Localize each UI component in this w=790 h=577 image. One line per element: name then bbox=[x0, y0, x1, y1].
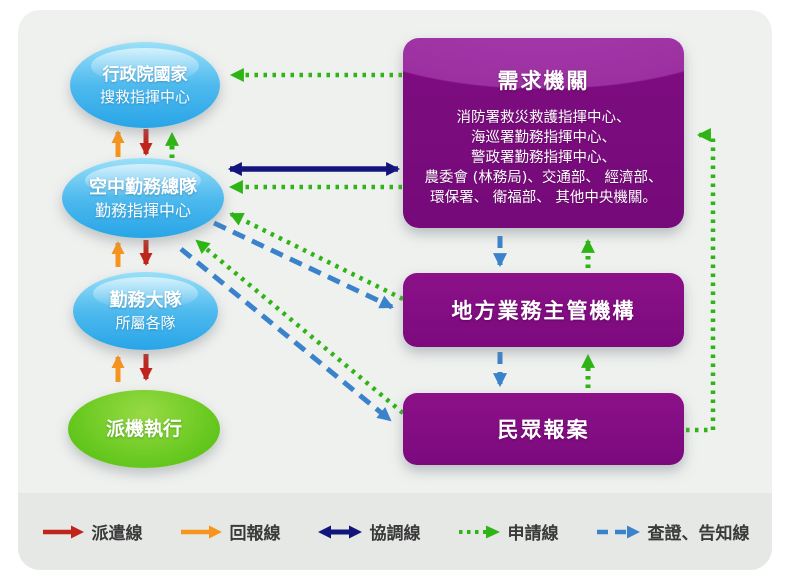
legend-label: 派遣線 bbox=[91, 524, 143, 544]
node-title: 空中勤務總隊 bbox=[89, 176, 197, 198]
legend-label: 申請線 bbox=[507, 524, 559, 544]
verify-arrow-n2-local bbox=[212, 220, 394, 310]
application-line-icon bbox=[458, 525, 500, 538]
box-body-line: 消防署救災救護指揮中心、 bbox=[456, 110, 631, 126]
application-arrow-public-demand bbox=[686, 128, 716, 433]
legend-item-coordination: 協調線 bbox=[317, 519, 421, 544]
node-subtitle: 所屬各隊 bbox=[115, 313, 176, 332]
application-arrow-public-n2 bbox=[195, 239, 405, 415]
box-title: 需求機關 bbox=[497, 69, 590, 93]
box-body-line: 農委會 (林務局)、交通部、 經濟部、 bbox=[424, 170, 663, 186]
node-subtitle: 搜救指揮中心 bbox=[99, 87, 190, 106]
verify-arrow-n2-public bbox=[179, 247, 392, 422]
legend-item-application: 申請線 bbox=[457, 519, 559, 544]
node-title: 派機執行 bbox=[105, 418, 182, 440]
legend-label: 查證、告知線 bbox=[647, 524, 750, 544]
node-airborne-service-corps: 空中勤務總隊 勤務指揮中心 bbox=[62, 158, 224, 238]
legend: 派遣線 回報線 協調線 申請線 bbox=[18, 493, 772, 570]
node-dispatch-aircraft: 派機執行 bbox=[68, 390, 220, 468]
coordination-line-icon bbox=[317, 525, 362, 538]
box-local-authorities: 地方業務主管機構 bbox=[403, 273, 684, 347]
box-demand-agencies: 需求機關 消防署救災救護指揮中心、 海巡署勤務指揮中心、 警政署勤務指揮中心、 … bbox=[403, 38, 684, 228]
legend-label: 回報線 bbox=[229, 524, 281, 544]
legend-band bbox=[18, 493, 772, 570]
dispatch-line-icon bbox=[42, 525, 84, 538]
legend-item-dispatch: 派遣線 bbox=[41, 519, 143, 544]
box-body-line: 警政署勤務指揮中心、 bbox=[471, 150, 616, 166]
node-title: 行政院國家 bbox=[102, 64, 188, 85]
box-body-line: 環保署、 衛福部、 其他中央機關。 bbox=[430, 190, 657, 206]
box-title: 地方業務主管機構 bbox=[451, 299, 636, 323]
report-line-icon bbox=[180, 525, 222, 538]
diagram-card: 行政院國家 搜救指揮中心 空中勤務總隊 勤務指揮中心 勤務大隊 所屬各隊 派機執… bbox=[18, 10, 772, 570]
legend-item-verify: 查證、告知線 bbox=[595, 519, 750, 544]
box-title: 民眾報案 bbox=[497, 418, 590, 442]
verify-line-icon bbox=[596, 525, 640, 538]
node-title: 勤務大隊 bbox=[109, 289, 182, 311]
application-arrow-local-n2 bbox=[229, 211, 404, 302]
node-service-brigade: 勤務大隊 所屬各隊 bbox=[73, 272, 218, 350]
legend-item-report: 回報線 bbox=[179, 519, 281, 544]
box-body-line: 海巡署勤務指揮中心、 bbox=[471, 130, 616, 146]
node-subtitle: 勤務指揮中心 bbox=[94, 200, 191, 220]
box-public-report: 民眾報案 bbox=[403, 393, 684, 465]
box-body: 消防署救災救護指揮中心、 海巡署勤務指揮中心、 警政署勤務指揮中心、 農委會 (… bbox=[403, 108, 684, 208]
node-national-rescue-center: 行政院國家 搜救指揮中心 bbox=[70, 42, 220, 128]
legend-label: 協調線 bbox=[369, 524, 421, 544]
